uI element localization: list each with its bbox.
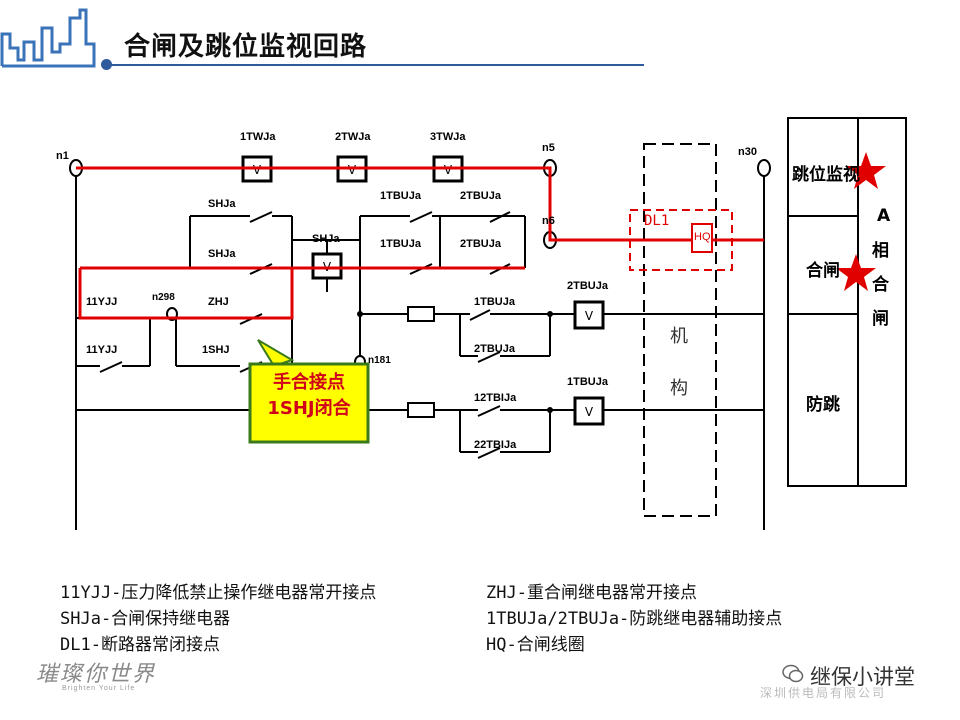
node-label-n298: n298	[152, 292, 175, 303]
label-1tbuja-top: 1TBUJa	[380, 190, 421, 202]
label-1tbuja-row1: 1TBUJa	[474, 296, 515, 308]
footer-brand: 璀璨你世界	[36, 662, 157, 687]
label-2tbuja-top: 2TBUJa	[460, 190, 501, 202]
label-3twja: 3TWJa	[430, 131, 466, 143]
lamp-v-3: V	[444, 163, 453, 177]
label-12tbija: 12TBIJa	[474, 392, 517, 404]
label-1tbuja-mid: 1TBUJa	[380, 238, 421, 250]
node-label-n5: n5	[542, 142, 555, 154]
legend-item: SHJa-合闸保持继电器	[60, 609, 231, 629]
legend-right: ZHJ-重合闸继电器常开接点 1TBUJa/2TBUJa-防跳继电器辅助接点 H…	[486, 580, 782, 658]
panel-phase-a-4: 闸	[872, 309, 889, 329]
lamp-1tbuja	[573, 396, 605, 426]
panel-trip-monitor: 跳位监视	[792, 165, 860, 185]
label-dl1: DL1	[644, 213, 670, 229]
callout-box	[248, 362, 370, 444]
close-path-mid	[78, 268, 294, 320]
label-1twja: 1TWJa	[240, 131, 276, 143]
label-11yjj-top: 11YJJ	[86, 296, 118, 308]
label-2tbuja-row2: 2TBUJa	[474, 343, 515, 355]
title-rule	[108, 64, 644, 66]
panel-close: 合闸	[806, 261, 840, 281]
lamp-v-1: V	[253, 163, 262, 177]
footer-subtitle: Brighten Your Life	[62, 685, 136, 692]
dl1-box	[629, 209, 733, 271]
legend-item: HQ-合闸线圈	[486, 635, 585, 655]
mechanism-label-2: 构	[670, 378, 688, 399]
legend-item: 1TBUJa/2TBUJa-防跳继电器辅助接点	[486, 609, 783, 629]
callout-line-1: 手合接点	[273, 372, 345, 393]
terminal-n30	[757, 159, 771, 177]
legend-item: ZHJ-重合闸继电器常开接点	[486, 583, 697, 603]
page-title: 合闸及跳位监视回路	[124, 32, 368, 62]
legend-left: 11YJJ-压力降低禁止操作继电器常开接点 SHJa-合闸保持继电器 DL1-断…	[60, 580, 376, 658]
lamp-v-4: V	[585, 309, 594, 323]
panel-anti-jump: 防跳	[806, 395, 840, 415]
mechanism-box	[643, 143, 717, 517]
close-path-top	[76, 166, 764, 242]
node-label-n6: n6	[542, 215, 555, 227]
panel-phase-a-3: 合	[872, 275, 889, 295]
label-zhj: ZHJ	[208, 296, 229, 308]
label-11yjj-bot: 11YJJ	[86, 344, 118, 356]
legend-item: 11YJJ-压力降低禁止操作继电器常开接点	[60, 583, 377, 603]
mechanism-label-1: 机	[670, 326, 688, 347]
label-2tbuja-mid: 2TBUJa	[460, 238, 501, 250]
skyline-logo-icon	[0, 8, 96, 68]
label-22tbija: 22TBIJa	[474, 439, 517, 451]
node-label-n30: n30	[738, 146, 757, 158]
callout-pointer	[257, 339, 295, 368]
label-2twja: 2TWJa	[335, 131, 371, 143]
lamp-v-5: V	[585, 405, 594, 419]
right-panel	[787, 117, 907, 487]
watermark-faint: 深圳供电局有限公司	[760, 686, 887, 700]
resistor-2	[407, 402, 435, 418]
label-hq: HQ	[694, 231, 711, 243]
hq-coil	[691, 223, 713, 253]
resistor-1	[407, 306, 435, 322]
star-close-icon	[836, 254, 876, 291]
label-1shj: 1SHJ	[202, 344, 230, 356]
callout: 手合接点 1SHJ闭合	[254, 370, 364, 422]
node-label-n181: n181	[368, 355, 391, 366]
label-shja-coil: SHJa	[312, 233, 340, 245]
node-label-n1: n1	[56, 150, 69, 162]
callout-line-2: 1SHJ闭合	[267, 398, 351, 419]
lamp-v-2: V	[348, 163, 357, 177]
wechat-icon	[782, 664, 804, 683]
watermark-text: 继保小讲堂	[810, 665, 915, 689]
star-trip-monitor-icon	[846, 152, 886, 189]
title-rule-dot	[101, 59, 112, 70]
label-2tbuja-lamp: 2TBUJa	[567, 280, 608, 292]
legend-item: DL1-断路器常闭接点	[60, 635, 220, 655]
panel-phase-a-2: 相	[872, 241, 889, 261]
label-1tbuja-lamp: 1TBUJa	[567, 376, 608, 388]
label-shja-bot: SHJa	[208, 248, 236, 260]
panel-phase-a-1: A	[877, 206, 891, 226]
label-shja-top: SHJa	[208, 198, 236, 210]
